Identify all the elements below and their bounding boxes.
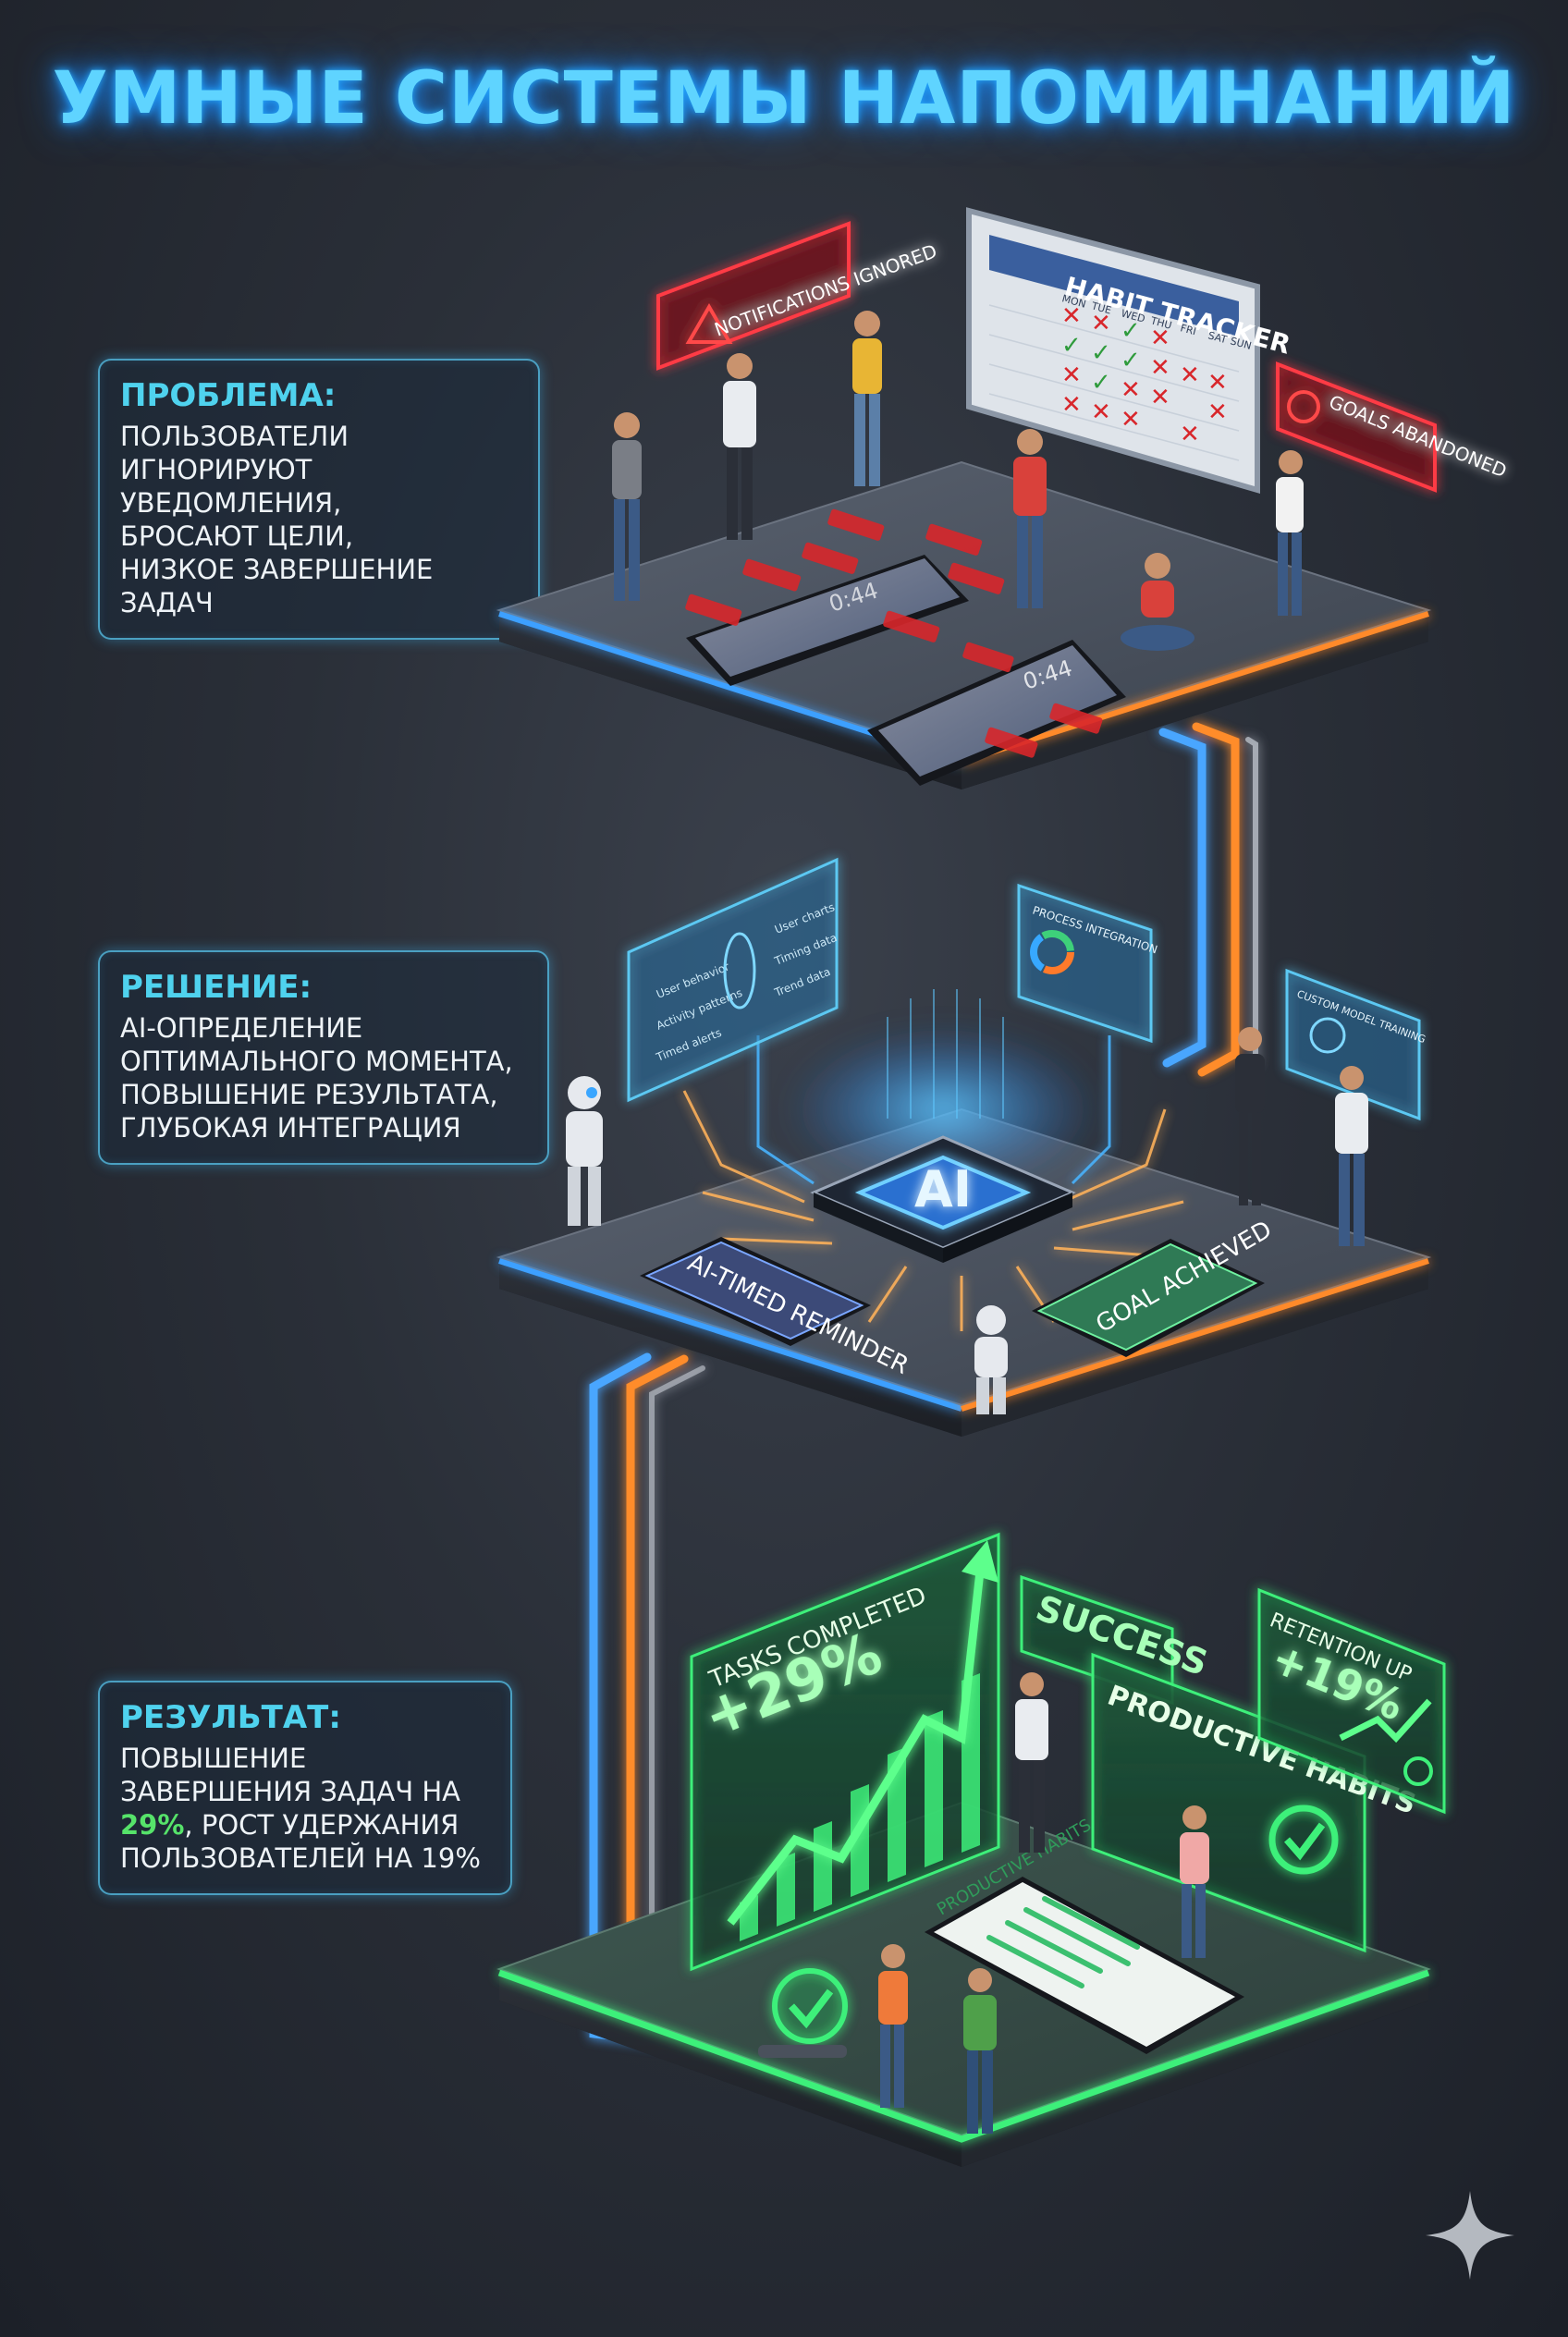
ai-chip-label: AI (914, 1160, 972, 1218)
svg-text:✕: ✕ (1091, 310, 1111, 337)
svg-text:✕: ✕ (1150, 324, 1170, 352)
tracker-day: SUN (1229, 335, 1253, 352)
growth-bars (740, 1673, 980, 1941)
person-figure (1121, 553, 1194, 651)
tracker-day: SAT (1207, 329, 1229, 346)
result-line: 29%, РОСТ УДЕРЖАНИЯ (120, 1808, 490, 1841)
svg-text:✕: ✕ (1207, 398, 1228, 426)
person-figure (852, 311, 882, 486)
solution-line: ГЛУБОКАЯ ИНТЕГРАЦИЯ (120, 1112, 461, 1144)
check-badge-icon (758, 1968, 848, 2058)
person-figure (1335, 1066, 1368, 1246)
problem-line: ПОЛЬЗОВАТЕЛИ (120, 421, 349, 452)
person-figure (612, 412, 642, 601)
business-people (1235, 1027, 1368, 1246)
result-box: РЕЗУЛЬТАТ: ПОВЫШЕНИЕ ЗАВЕРШЕНИЯ ЗАДАЧ НА… (98, 1681, 512, 1895)
ai-chip: AI (786, 989, 1100, 1263)
svg-text:✕: ✕ (1091, 398, 1111, 426)
tracker-day: TUE (1089, 300, 1112, 316)
frustrated-people (612, 311, 1304, 651)
robot-figures (566, 1076, 1008, 1414)
tracker-marks: ✕✕✓✕ ✓✓✓✕✕✕ ✕✓✕✕✕ ✕✕✕✕ (1061, 302, 1228, 448)
svg-text:✕: ✕ (1180, 421, 1200, 448)
solution-heading: РЕШЕНИЕ: (120, 969, 312, 1006)
svg-text:✕: ✕ (1150, 384, 1170, 411)
user-behavior-panel: User behavior Activity patterns Timed al… (627, 857, 839, 1103)
result-line: ЗАВЕРШЕНИЯ ЗАДАЧ НА (120, 1776, 461, 1807)
person-figure (1235, 1027, 1265, 1205)
problem-box: ПРОБЛЕМА: ПОЛЬЗОВАТЕЛИ ИГНОРИРУЮТ УВЕДОМ… (98, 359, 540, 640)
ignored-notification-chips (685, 508, 1103, 758)
svg-text:✓: ✓ (1121, 317, 1141, 345)
tracker-day: FRI (1179, 322, 1197, 337)
problem-text: ПОЛЬЗОВАТЕЛИ ИГНОРИРУЮТ УВЕДОМЛЕНИЯ, БРО… (120, 420, 518, 619)
person-figure (1013, 429, 1047, 608)
problem-line: ЗАДАЧ (120, 587, 214, 618)
svg-text:✕: ✕ (1121, 376, 1141, 404)
svg-text:✕: ✕ (1121, 406, 1141, 434)
tracker-day: THU (1148, 314, 1173, 332)
svg-text:✕: ✕ (1061, 361, 1082, 389)
svg-text:✕: ✕ (1207, 369, 1228, 397)
phone-ignored-notifications-2: 0:44 (867, 640, 1126, 786)
result-line-rest: , РОСТ УДЕРЖАНИЯ (184, 1809, 459, 1841)
retention-panel: RETENTION UP +19% (1257, 1587, 1446, 1815)
solution-line: ОПТИМАЛЬНОГО МОМЕНТА, (120, 1046, 513, 1077)
notifications-ignored-sign: NOTIFICATIONS IGNORED (656, 221, 940, 371)
result-text: ПОВЫШЕНИЕ ЗАВЕРШЕНИЯ ЗАДАЧ НА 29%, РОСТ … (120, 1742, 490, 1875)
svg-text:✕: ✕ (1150, 354, 1170, 382)
robot-figure (974, 1305, 1008, 1414)
person-figure (963, 1968, 997, 2134)
happy-people (878, 1672, 1209, 2134)
svg-text:✕: ✕ (1061, 391, 1082, 419)
solution-box: РЕШЕНИЕ: AI-ОПРЕДЕЛЕНИЕ ОПТИМАЛЬНОГО МОМ… (98, 950, 549, 1165)
problem-heading: ПРОБЛЕМА: (120, 377, 337, 414)
tracker-days: MON TUE WED THU FRI SAT SUN (1060, 292, 1253, 352)
sparkle-icon (1426, 2191, 1514, 2280)
person-figure (1276, 450, 1304, 616)
person-figure (1180, 1805, 1209, 1958)
svg-text:✓: ✓ (1091, 369, 1111, 397)
svg-text:✓: ✓ (1061, 332, 1082, 360)
person-figure (723, 353, 756, 540)
result-line: ПОВЫШЕНИЕ (120, 1743, 307, 1774)
result-heading: РЕЗУЛЬТАТ: (120, 1699, 341, 1736)
habit-tracker-board: HABIT TRACKER MON TUE WED THU FRI SAT SU… (966, 207, 1293, 494)
solution-line: AI-ОПРЕДЕЛЕНИЕ (120, 1012, 363, 1044)
result-line: ПОЛЬЗОВАТЕЛЕЙ НА 19% (120, 1842, 481, 1874)
process-integration-panel: PROCESS INTEGRATION (1017, 883, 1159, 1044)
goals-abandoned-sign: GOALS ABANDONED (1276, 361, 1510, 493)
page-title: УМНЫЕ СИСТЕМЫ НАПОМИНАНИЙ (52, 57, 1516, 141)
svg-text:✕: ✕ (1061, 302, 1082, 330)
solution-line: ПОВЫШЕНИЕ РЕЗУЛЬТАТА, (120, 1079, 498, 1110)
result-highlight: 29% (120, 1809, 185, 1841)
solution-text: AI-ОПРЕДЕЛЕНИЕ ОПТИМАЛЬНОГО МОМЕНТА, ПОВ… (120, 1011, 527, 1144)
person-figure (878, 1944, 908, 2108)
person-figure (1015, 1672, 1048, 1853)
problem-line: НИЗКОЕ ЗАВЕРШЕНИЕ (120, 554, 434, 585)
svg-text:✓: ✓ (1121, 347, 1141, 374)
svg-text:✕: ✕ (1180, 361, 1200, 389)
circuit-traces-blue (756, 1035, 1111, 1185)
problem-line: БРОСАЮТ ЦЕЛИ, (120, 520, 354, 552)
circuit-traces (682, 1090, 1184, 1331)
robot-figure (566, 1076, 603, 1226)
solution-platform (496, 1107, 1432, 1437)
problem-line: ИГНОРИРУЮТ УВЕДОМЛЕНИЯ, (120, 454, 342, 519)
svg-text:✓: ✓ (1091, 339, 1111, 367)
